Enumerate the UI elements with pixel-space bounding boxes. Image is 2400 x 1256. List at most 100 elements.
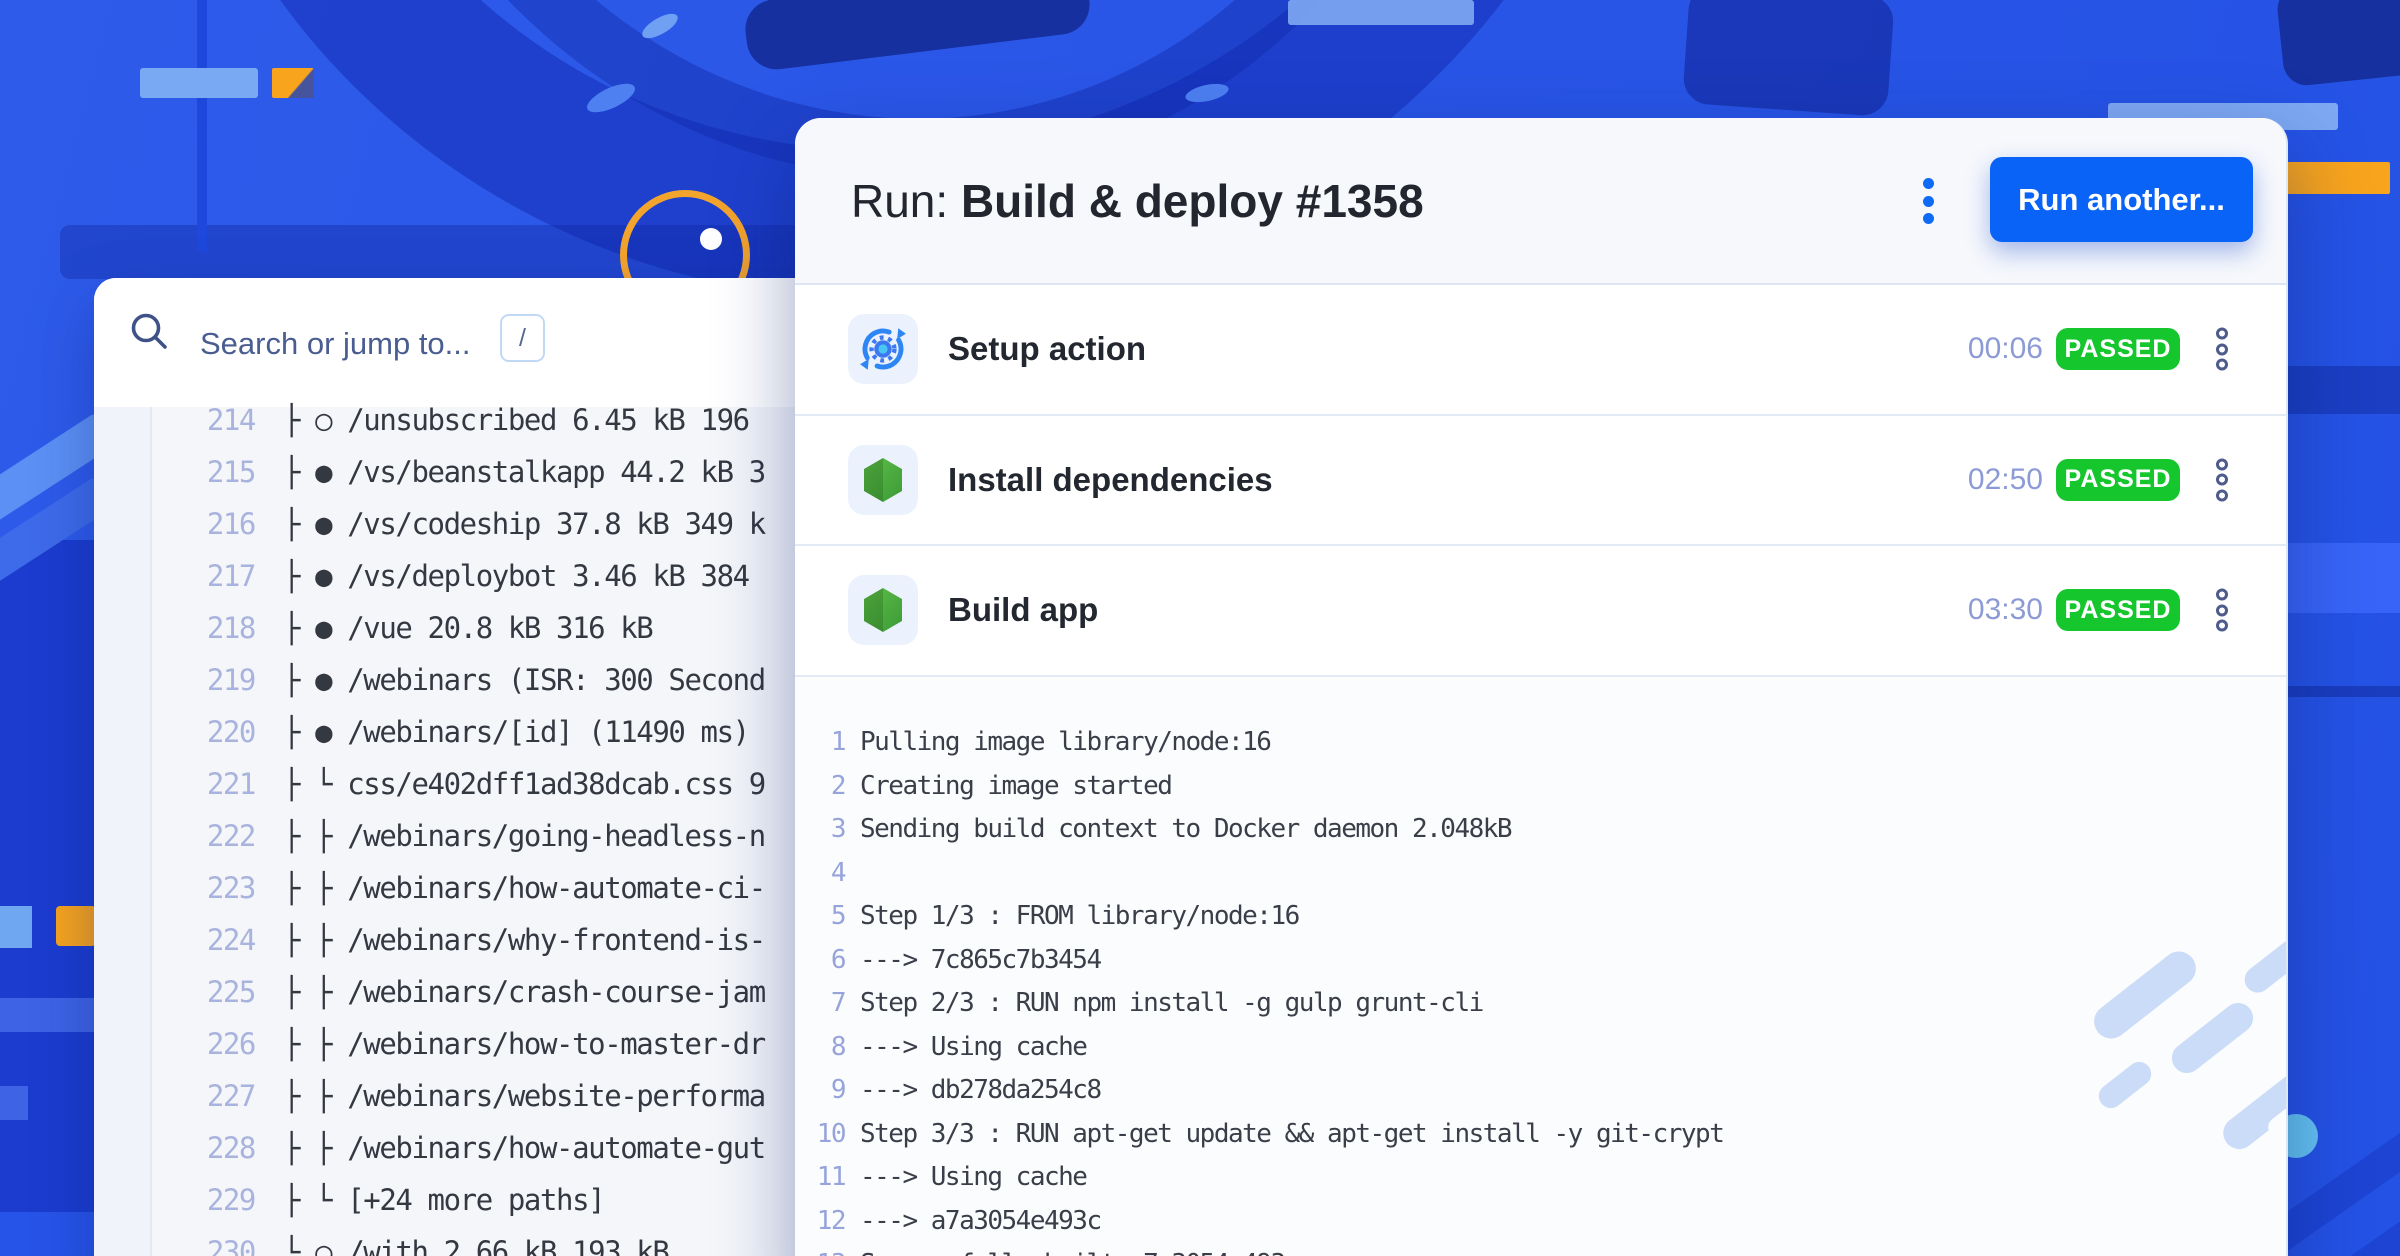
action-icon-box [848, 314, 918, 385]
terminal-line-number: 217 [206, 559, 257, 593]
decor-light-bar [140, 68, 258, 98]
terminal-line-text: ├ ├ /webinars/how-automate-gut [283, 1131, 766, 1165]
log-line-number: 7 [830, 988, 847, 1019]
terminal-line-text: ├ ● /webinars/[id] (11490 ms) [283, 715, 750, 749]
log-line-text: Successfully built a7a3054e493c [860, 1243, 1300, 1256]
decor-orange-bar [272, 68, 314, 98]
decor-orange-square [56, 906, 96, 946]
terminal-line-number: 230 [206, 1235, 257, 1256]
log-line: 7 Step 2/3 : RUN npm install -g gulp grun… [795, 982, 2286, 1026]
log-line-number: 13 [795, 1243, 847, 1256]
terminal-line-text: ├ ● /webinars (ISR: 300 Second [283, 663, 766, 697]
decor-streak [0, 998, 94, 1032]
terminal-line-text: ├ ├ /webinars/why-frontend-is- [283, 923, 766, 957]
decor-dark-line [2262, 686, 2400, 697]
terminal-line-text: ├ ● /vs/deploybot 3.46 kB 384 [283, 559, 750, 593]
terminal-line-text: ├ ● /vs/beanstalkapp 44.2 kB 3 [283, 455, 766, 489]
log-line-text: ---> Using cache [860, 1031, 1088, 1062]
terminal-line-number: 222 [206, 819, 257, 853]
terminal-line-number: 227 [206, 1079, 257, 1113]
action-icon-box [848, 575, 918, 646]
sync-gear-icon [860, 328, 906, 370]
action-name: Build app [948, 591, 1099, 629]
log-line: 13 Successfully built a7a3054e493c [795, 1243, 2286, 1256]
log-line-text: ---> db278da254c8 [860, 1075, 1102, 1106]
search-bar[interactable]: / [94, 278, 854, 409]
row-kebab-menu-icon[interactable] [2216, 327, 2228, 371]
terminal-line-number: 226 [206, 1027, 257, 1061]
log-line: 5 Step 1/3 : FROM library/node:16 [795, 895, 2286, 939]
decor-streak [0, 1086, 28, 1120]
decor-sky-bar [0, 906, 32, 948]
terminal-line-text: ├ ├ /webinars/website-performa [283, 1079, 766, 1113]
terminal-line-number: 218 [206, 611, 257, 645]
log-line-number: 8 [830, 1031, 847, 1062]
log-line-text: ---> a7a3054e493c [860, 1205, 1102, 1236]
action-name: Install dependencies [948, 460, 1273, 498]
terminal-line-number: 229 [206, 1183, 257, 1217]
page-title: Run: Build & deploy #1358 [851, 174, 1424, 228]
run-another-button[interactable]: Run another... [1990, 157, 2253, 242]
action-row-setup[interactable]: Setup action 00:06 PASSED [795, 285, 2286, 416]
log-line-text: Step 1/3 : FROM library/node:16 [860, 901, 1300, 932]
status-badge: PASSED [2056, 328, 2180, 371]
log-line-text: ---> Using cache [860, 1162, 1088, 1193]
action-duration: 00:06 [1967, 332, 2043, 366]
status-badge: PASSED [2056, 589, 2180, 632]
terminal-line: 217 ├ ● /vs/deploybot 3.46 kB 384 [94, 550, 854, 602]
terminal-gutter [94, 407, 152, 1256]
log-line-number: 10 [816, 1118, 847, 1149]
action-row-build[interactable]: Build app 03:30 PASSED [795, 546, 2286, 677]
nodejs-icon [864, 457, 902, 502]
action-name: Setup action [948, 330, 1147, 368]
kebab-menu-icon[interactable] [1923, 178, 1934, 224]
decor-orange-bar [2286, 162, 2390, 194]
terminal-line: 227 ├ ├ /webinars/website-performa [94, 1070, 854, 1122]
terminal-line: 219├ ● /webinars (ISR: 300 Second [94, 654, 854, 706]
nodejs-icon [864, 588, 902, 633]
row-kebab-menu-icon[interactable] [2216, 588, 2228, 632]
log-line-number: 2 [830, 770, 847, 801]
terminal-line-number: 216 [206, 507, 257, 541]
action-row-install[interactable]: Install dependencies 02:50 PASSED [795, 415, 2286, 546]
log-line: 12 ---> a7a3054e493c [795, 1200, 2286, 1244]
search-panel: / 214├ ○ /unsubscribed 6.45 kB 196 2 1 5 ├ … [94, 278, 854, 1256]
log-line-number: 5 [830, 901, 847, 932]
log-line-text: ---> 7c865c7b3454 [860, 944, 1102, 975]
decor-bottom-band [0, 1212, 94, 1256]
terminal-line: 222├ ├ /webinars/going-headless-n [94, 810, 854, 862]
log-line-number: 3 [830, 814, 847, 845]
decor-white-dot [700, 228, 722, 250]
terminal-line: 218├ ● /vue 20.8 kB 316 kB [94, 602, 854, 654]
terminal-line-number: 228 [206, 1131, 257, 1165]
log-line-text: Step 2/3 : RUN npm install -g gulp grunt… [860, 988, 1484, 1019]
terminal-line: 214├ ○ /unsubscribed 6.45 kB 196 [94, 394, 854, 446]
terminal-line-text: ├ └ css/e402dff1ad38dcab.css 9 [283, 767, 766, 801]
log-line-text: Step 3/3 : RUN apt-get update && apt-get… [860, 1118, 1725, 1149]
terminal-line-text: └ ○ /with 2.66 kB 193 kB [283, 1235, 670, 1256]
slash-shortcut-key: / [500, 314, 545, 362]
title-prefix: Run: [851, 174, 949, 227]
terminal-line: 225├ ├ /webinars/crash-course-jam [94, 966, 854, 1018]
terminal-line-number: 223 [206, 871, 257, 905]
terminal-line-number: 224 [206, 923, 257, 957]
search-input[interactable] [198, 278, 502, 409]
log-line: 8 ---> Using cache [795, 1026, 2286, 1070]
log-line-number: 11 [816, 1162, 847, 1193]
build-output-terminal[interactable]: 214├ ○ /unsubscribed 6.45 kB 196 2 1 5 ├ ● … [94, 394, 854, 1256]
terminal-line-text: ├ └ [+24 more paths] [283, 1183, 606, 1217]
action-icon-box [848, 444, 918, 515]
log-line-number: 1 [830, 727, 847, 758]
log-line-number: 12 [816, 1205, 847, 1236]
row-kebab-menu-icon[interactable] [2216, 458, 2228, 502]
terminal-line-number: 220 [206, 715, 257, 749]
terminal-line: 216├ ● /vs/codeship 37.8 kB 349 k [94, 498, 854, 550]
action-duration: 02:50 [1967, 462, 2043, 496]
terminal-line-text: ├ ├ /webinars/how-automate-ci- [283, 871, 766, 905]
log-line: 4 [795, 852, 2286, 896]
log-line: 9---> db278da254c8 [795, 1069, 2286, 1113]
